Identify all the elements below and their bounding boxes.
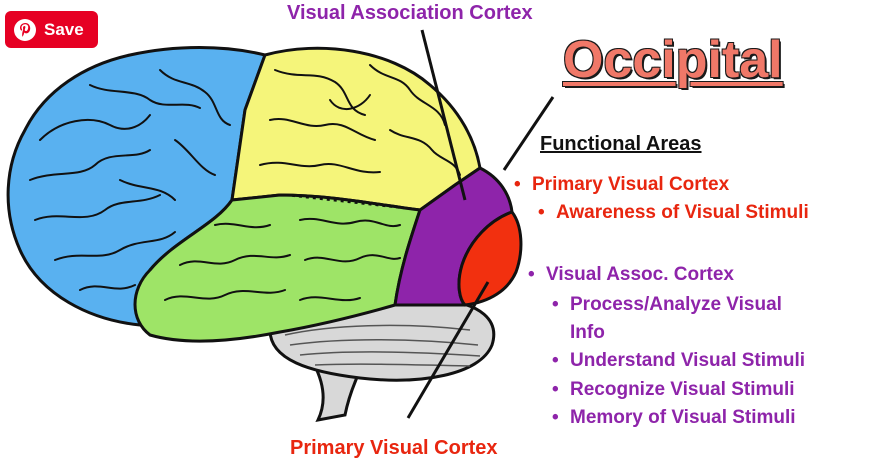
list-item-sub: • Memory of Visual Stimuli — [552, 407, 796, 429]
list-item-sub: • Awareness of Visual Stimuli — [538, 202, 809, 224]
primary-visual-cortex-label: Primary Visual Cortex — [290, 437, 498, 459]
bullet-icon: • — [552, 294, 559, 315]
pinterest-icon — [14, 18, 36, 41]
save-button[interactable]: Save — [5, 11, 98, 48]
pointer-line-primary — [406, 281, 490, 419]
list-item-association: • Visual Assoc. Cortex — [528, 264, 734, 286]
bullet-icon: • — [552, 407, 559, 428]
list-item-label: Recognize Visual Stimuli — [570, 379, 795, 400]
save-label: Save — [44, 19, 84, 39]
pointer-line-title — [502, 96, 555, 171]
bullet-icon: • — [514, 174, 521, 195]
list-item-sub: • Understand Visual Stimuli — [552, 350, 805, 372]
list-item-label: Process/Analyze Visual — [570, 294, 782, 315]
parietal-lobe — [230, 46, 482, 212]
bullet-icon: • — [552, 379, 559, 400]
list-item-label: Awareness of Visual Stimuli — [556, 202, 809, 223]
gyri-lines — [29, 64, 461, 302]
list-item-label: Primary Visual Cortex — [532, 174, 730, 195]
pointer-line-association — [420, 29, 467, 201]
page-title: Occipital — [563, 31, 783, 89]
list-item-primary: • Primary Visual Cortex — [514, 174, 729, 196]
list-item-label: Understand Visual Stimuli — [570, 350, 806, 371]
list-item-continuation: Info — [570, 322, 605, 344]
list-item-label: Memory of Visual Stimuli — [570, 407, 796, 428]
list-item-sub: • Process/Analyze Visual — [552, 294, 782, 316]
list-item-label: Visual Assoc. Cortex — [546, 264, 734, 285]
bullet-icon: • — [552, 350, 559, 371]
visual-association-cortex-label: Visual Association Cortex — [287, 2, 533, 24]
bullet-icon: • — [528, 264, 535, 285]
list-item-label: Info — [570, 322, 605, 343]
functional-areas-heading: Functional Areas — [540, 133, 702, 155]
lobe-boundary-dotted — [284, 194, 421, 211]
list-item-sub: • Recognize Visual Stimuli — [552, 379, 795, 401]
bullet-icon: • — [538, 202, 545, 223]
primary-visual-cortex — [457, 210, 523, 307]
